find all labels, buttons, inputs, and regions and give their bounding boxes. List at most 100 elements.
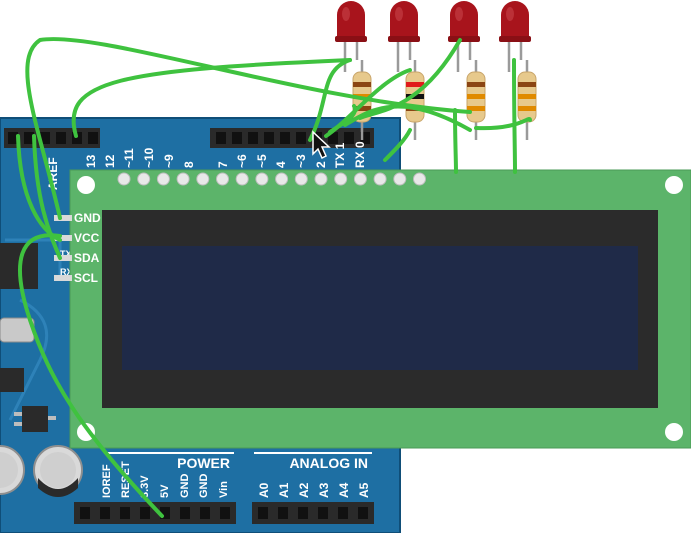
resistor[interactable] [466, 60, 486, 140]
board-trace [8, 298, 49, 421]
power-pin-label: IOREF [101, 464, 113, 498]
voltage-regulator [22, 406, 48, 432]
header-socket[interactable] [180, 507, 190, 519]
lcd-i2c-pin[interactable] [54, 275, 72, 281]
lcd-pin-pad [413, 172, 426, 186]
header-socket[interactable] [200, 507, 210, 519]
lcd-i2c-pin[interactable] [54, 255, 72, 261]
analog-pin-label: A2 [297, 482, 311, 498]
led-red[interactable] [499, 1, 531, 72]
digital-pin-label: 13 [84, 154, 98, 168]
header-socket[interactable] [24, 132, 34, 144]
wire-res3[interactable] [453, 108, 458, 174]
digital-pin-label: ~5 [255, 154, 269, 168]
lcd-pin-label: VCC [74, 231, 100, 245]
power-header-label: POWER [177, 455, 230, 471]
power-pin-label: GND [179, 474, 191, 499]
led-red[interactable] [335, 1, 367, 72]
power-pin-label: GND [198, 474, 210, 499]
header-socket[interactable] [358, 507, 368, 519]
lcd-pin-pad [156, 172, 170, 186]
wire-res4[interactable] [512, 58, 517, 174]
header-socket[interactable] [140, 507, 150, 519]
header-socket[interactable] [72, 132, 82, 144]
power-pin-label: 5V [159, 484, 171, 498]
lcd-pin-pad [255, 172, 269, 186]
power-header [74, 502, 236, 524]
header-socket[interactable] [318, 507, 328, 519]
header-socket[interactable] [298, 507, 308, 519]
wire-vcc[interactable] [32, 134, 62, 260]
analog-pin-label: A4 [337, 482, 351, 498]
board-outline [0, 117, 401, 533]
mounting-hole [665, 176, 683, 194]
wire-rx[interactable] [383, 128, 412, 162]
header-socket[interactable] [8, 132, 18, 144]
header-socket[interactable] [280, 132, 290, 144]
lcd-i2c-pin[interactable] [54, 215, 72, 221]
header-socket[interactable] [264, 132, 274, 144]
lcd-pin-pad [275, 172, 289, 186]
lcd-pin-label: GND [74, 211, 101, 225]
wires[interactable] [16, 37, 532, 518]
lcd-pin-pad [294, 172, 308, 186]
regulator-pin [48, 416, 56, 420]
header-socket[interactable] [360, 132, 370, 144]
digital-pin-label: 8 [182, 161, 196, 168]
digital-pin-label: ~11 [122, 148, 136, 168]
header-socket[interactable] [220, 507, 230, 519]
rx-label: RX [60, 267, 73, 277]
led-red[interactable] [388, 1, 420, 72]
analog-pin-label: A3 [317, 482, 331, 498]
lcd-i2c-pin[interactable] [54, 235, 72, 241]
lcd-screen [122, 246, 638, 370]
wire-res-link[interactable] [474, 117, 532, 131]
digital-pin-label: TX 1 [333, 142, 347, 168]
lcd-pin-pad [235, 172, 249, 186]
wire-led2[interactable] [358, 38, 462, 120]
wire-pin3[interactable] [308, 58, 352, 142]
regulator-pin [14, 412, 22, 416]
header-socket[interactable] [344, 132, 354, 144]
capacitor [0, 445, 25, 495]
analog-divider [254, 452, 372, 454]
header-socket[interactable] [216, 132, 226, 144]
lcd-pin-pad [393, 172, 407, 186]
header-socket[interactable] [248, 132, 258, 144]
capacitor [33, 445, 83, 497]
reset-button[interactable] [0, 368, 24, 392]
header-socket[interactable] [40, 132, 50, 144]
led-red[interactable] [448, 1, 480, 72]
header-socket[interactable] [56, 132, 66, 144]
digital-pin-label: 4 [274, 161, 288, 168]
header-socket[interactable] [232, 132, 242, 144]
wire-res1[interactable] [328, 104, 358, 134]
lcd-pin-pad [373, 172, 387, 186]
header-socket[interactable] [120, 507, 130, 519]
header-socket[interactable] [80, 507, 90, 519]
header-socket[interactable] [258, 507, 268, 519]
header-socket[interactable] [278, 507, 288, 519]
digital-pin-label: ~6 [235, 154, 249, 168]
lcd-pin-pad [176, 172, 190, 186]
mounting-hole [665, 423, 683, 441]
lcd-pin-pad [314, 172, 328, 186]
header-socket[interactable] [296, 132, 306, 144]
wire-sda[interactable] [18, 233, 164, 518]
header-socket[interactable] [160, 507, 170, 519]
resistor[interactable] [517, 60, 537, 140]
tx-label: TX [60, 249, 72, 259]
header-socket[interactable] [88, 132, 98, 144]
analog-pin-label: A0 [257, 482, 271, 498]
header-socket[interactable] [100, 507, 110, 519]
digital-pin-label: 2 [314, 161, 328, 168]
digital-pin-label: 12 [103, 154, 117, 168]
wire-led-ground[interactable] [25, 37, 472, 220]
lcd-pin-label: SCL [74, 271, 98, 285]
wire-led4[interactable] [71, 58, 352, 138]
header-socket[interactable] [328, 132, 338, 144]
digital-pin-label: ~9 [162, 154, 176, 168]
header-socket[interactable] [338, 507, 348, 519]
